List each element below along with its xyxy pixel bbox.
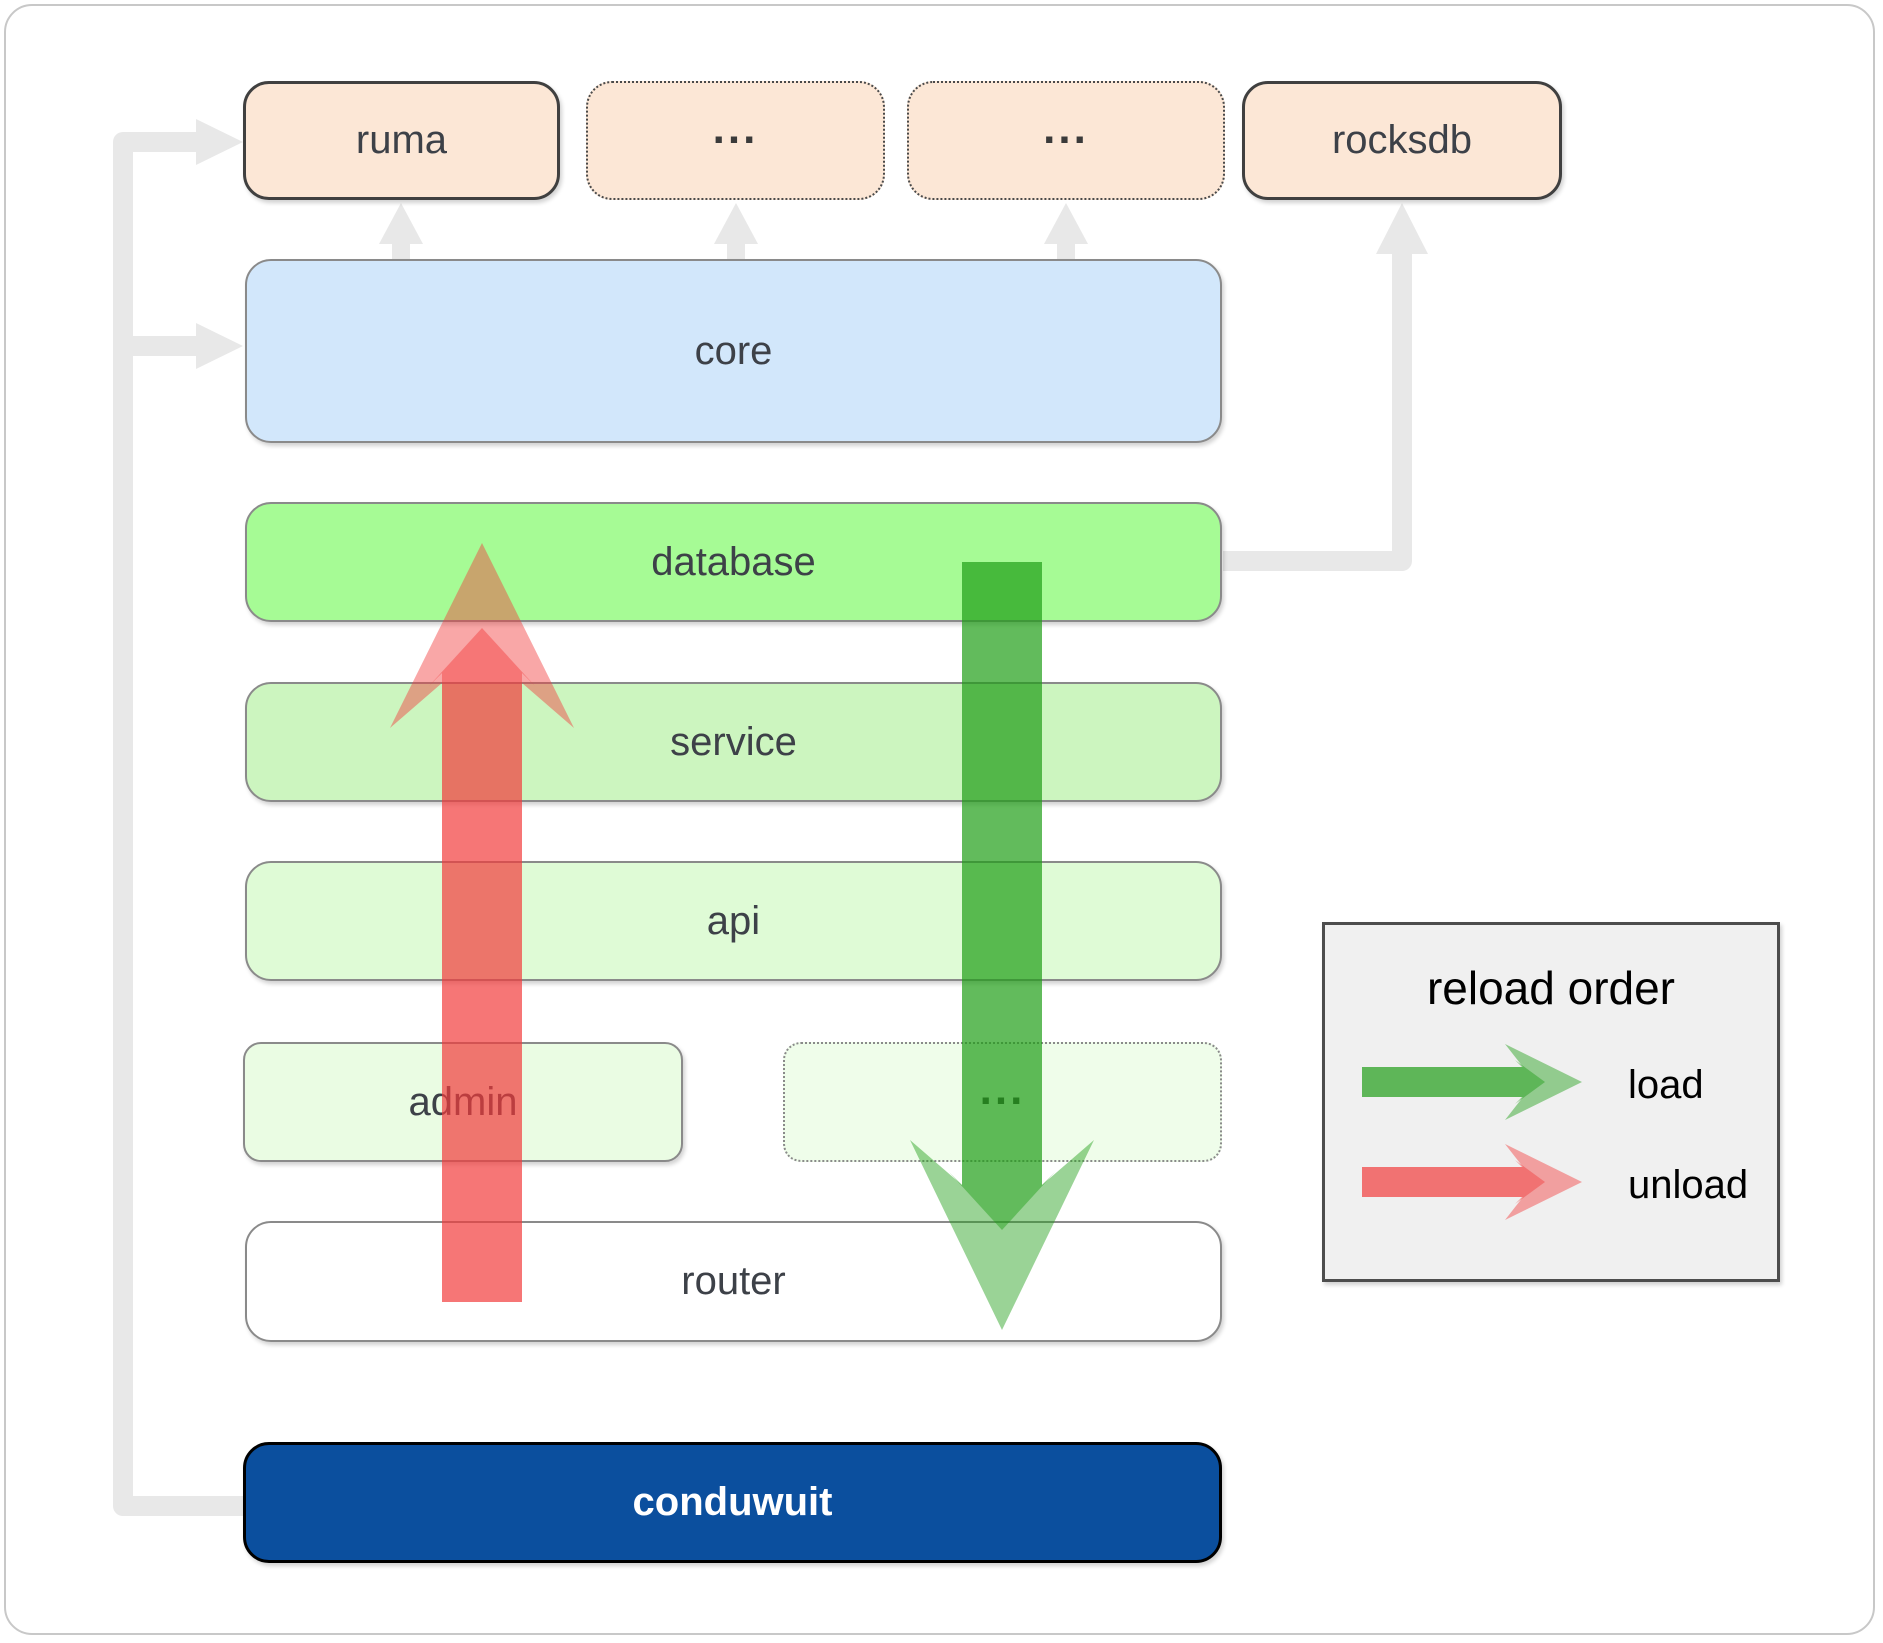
box-database-label: database bbox=[651, 539, 816, 584]
diagram-border bbox=[4, 4, 1875, 1635]
legend-load-label: load bbox=[1628, 1063, 1704, 1107]
box-rocksdb-label: rocksdb bbox=[1331, 118, 1473, 162]
box-admin-label: admin bbox=[408, 1079, 518, 1124]
box-conduwuit-label: conduwuit bbox=[632, 1480, 833, 1524]
box-conduwuit: conduwuit bbox=[243, 1442, 1222, 1563]
box-service-label: service bbox=[670, 719, 797, 764]
box-api-label: api bbox=[706, 898, 761, 943]
box-ruma-label: ruma bbox=[355, 118, 448, 162]
legend-unload-label: unload bbox=[1628, 1163, 1749, 1207]
box-router-label: router bbox=[681, 1259, 786, 1303]
box-dots-admin: ... bbox=[783, 1042, 1222, 1162]
box-ruma: ruma bbox=[243, 81, 560, 200]
box-dots-admin-label: ... bbox=[979, 1065, 1026, 1114]
box-admin: admin bbox=[243, 1042, 683, 1162]
legend-reload-order: reload order load unload bbox=[1322, 922, 1780, 1282]
box-dots-top-2-label: ... bbox=[1043, 103, 1089, 153]
box-dots-top-1: ... bbox=[586, 81, 885, 200]
legend-title: reload order bbox=[1426, 962, 1676, 1014]
box-core-label: core bbox=[694, 328, 773, 373]
box-service: service bbox=[245, 682, 1222, 802]
box-router: router bbox=[245, 1221, 1222, 1342]
box-rocksdb: rocksdb bbox=[1242, 81, 1562, 200]
box-dots-top-2: ... bbox=[907, 81, 1225, 200]
box-dots-top-1-label: ... bbox=[712, 103, 759, 153]
box-api: api bbox=[245, 861, 1222, 981]
box-core: core bbox=[245, 259, 1222, 443]
box-database: database bbox=[245, 502, 1222, 622]
